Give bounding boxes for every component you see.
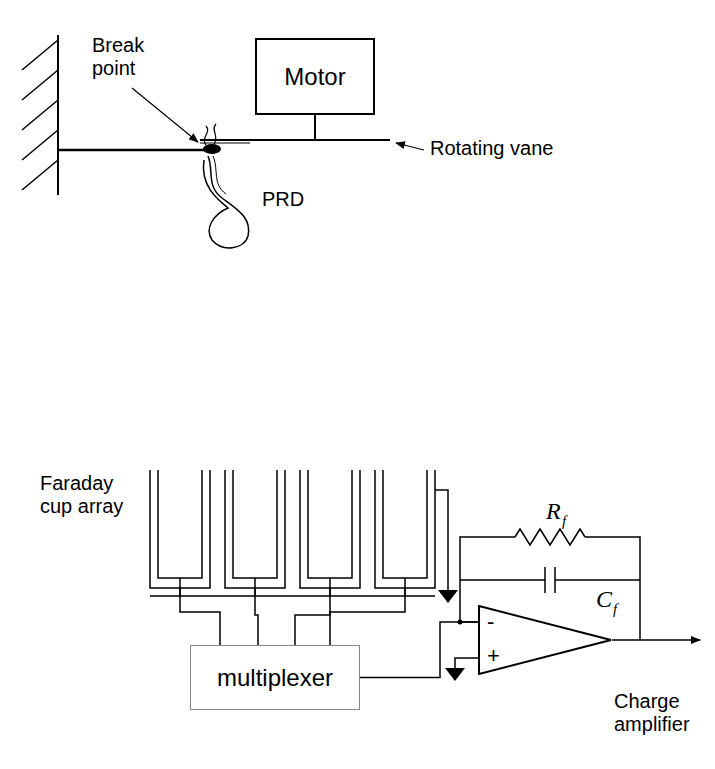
motor-box: Motor [255, 38, 375, 115]
ground-symbol [445, 668, 465, 681]
leader-line [396, 143, 424, 150]
smoke-wisp [204, 124, 216, 145]
faraday-cup-array [150, 470, 448, 645]
motor-shaft [314, 115, 316, 140]
wall-hatch [22, 40, 58, 190]
callout-label: Break point [92, 34, 172, 80]
vane-edge [200, 143, 250, 144]
subscript: f [613, 601, 617, 618]
component-label: R [546, 498, 561, 526]
ground-symbol [438, 590, 458, 603]
component-label: C [596, 586, 612, 614]
node-text: Motor [284, 63, 345, 91]
rotating-vane [200, 139, 390, 141]
fixed-rod [58, 149, 205, 152]
capacitor-symbol [460, 567, 640, 593]
resistor-symbol [515, 529, 585, 545]
op-amp-triangle: -+ [478, 605, 612, 675]
inverting-input-sign: - [487, 611, 494, 633]
prd-tube [213, 156, 226, 194]
callout-label: PRD [262, 188, 304, 211]
multiplexer-box: multiplexer [190, 645, 360, 710]
break-blob [203, 144, 221, 154]
part-label: Charge amplifier [614, 690, 710, 736]
wall [57, 35, 59, 195]
callout-label: Rotating vane [430, 137, 553, 160]
noninverting-input-sign: + [487, 645, 500, 667]
prd-body [203, 156, 248, 248]
part-label: Faraday cup array [40, 472, 140, 518]
signal-wire [360, 622, 478, 678]
output-line [612, 639, 700, 641]
node-text: multiplexer [217, 664, 333, 692]
subscript: f [562, 513, 566, 530]
leader-line [132, 88, 198, 142]
